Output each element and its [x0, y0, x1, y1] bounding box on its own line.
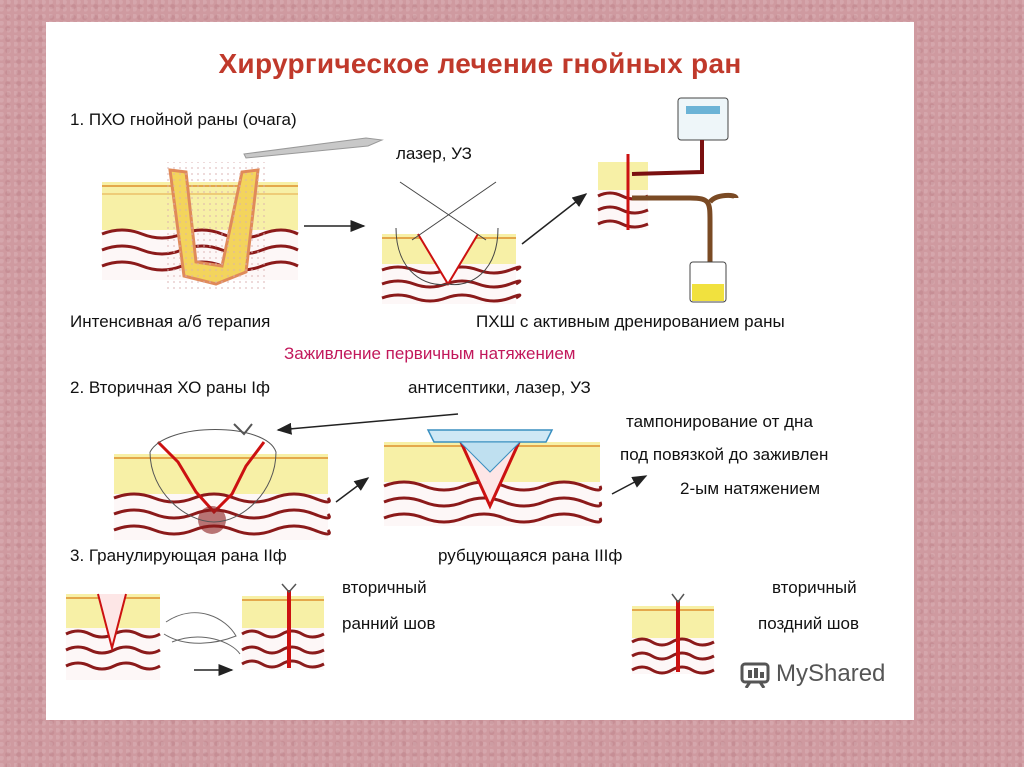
late-suture-illustration: [631, 593, 715, 675]
secondary-treatment-illustration: [113, 423, 331, 540]
primary-healing-label: Заживление первичным натяжением: [284, 344, 576, 363]
suture-threads-illustration: [163, 612, 241, 655]
early-suture-illustration: [241, 583, 325, 670]
drained-wound-illustration: [597, 97, 739, 303]
ab-therapy-label: Интенсивная а/б терапия: [70, 312, 271, 331]
pxsh-label: ПХШ с активным дренированием раны: [476, 312, 785, 331]
tamponade-line-1: тампонирование от дна: [626, 412, 813, 431]
arrow-2: [521, 193, 588, 245]
slide: Хирургическое лечение гнойных ран 1. ПХО…: [46, 22, 914, 720]
purulent-wound-illustration: [101, 162, 299, 292]
slide-title: Хирургическое лечение гнойных ран: [218, 48, 742, 79]
granulating-wound-illustration: [65, 593, 161, 680]
tamponade-line-2: под повязкой до заживлен: [620, 445, 829, 464]
secondary-late-line-1: вторичный: [772, 578, 857, 597]
arrow-3: [276, 413, 459, 435]
scalpel-icon: [243, 137, 384, 159]
step1-label: 1. ПХО гнойной раны (очага): [70, 110, 297, 129]
tamponade-line-3: 2-ым натяжением: [680, 479, 821, 498]
myshared-logo: MyShared: [740, 660, 885, 688]
step3-label: 3. Гранулирующая рана IIф: [70, 546, 287, 565]
laser-us-label: лазер, УЗ: [396, 144, 472, 163]
myshared-logo-icon: [740, 662, 770, 688]
excised-wound-illustration: [381, 181, 522, 304]
secondary-early-line-1: вторичный: [342, 578, 427, 597]
arrow-4: [335, 477, 370, 503]
secondary-early-line-2: ранний шов: [342, 614, 436, 633]
arrow-5: [611, 475, 648, 495]
secondary-late-line-2: поздний шов: [758, 614, 860, 633]
scarring-label: рубцующаяся рана IIIф: [438, 546, 623, 565]
antiseptics-label: антисептики, лазер, УЗ: [408, 378, 591, 397]
tamponade-illustration: [383, 429, 603, 526]
wound-illustrations: [65, 97, 739, 680]
irrigation-bag-icon: [677, 97, 729, 141]
step2-label: 2. Вторичная ХО раны Iф: [70, 378, 270, 397]
myshared-logo-text: MyShared: [776, 660, 886, 687]
